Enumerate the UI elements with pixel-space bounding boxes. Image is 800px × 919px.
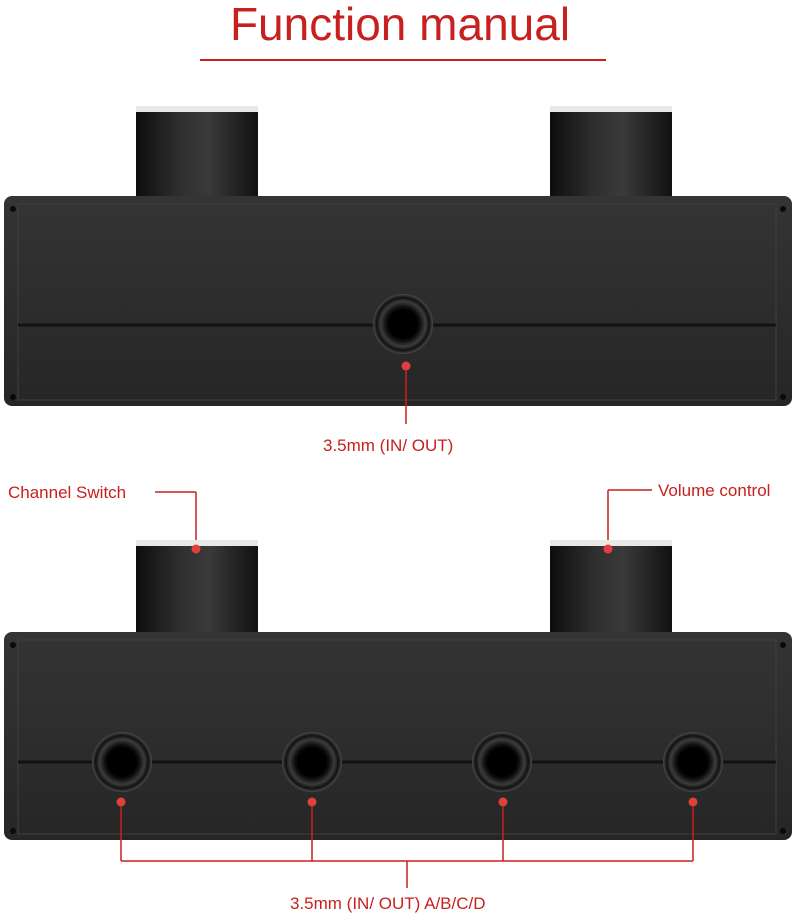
device-face-bevel — [17, 203, 777, 401]
screw-hole — [780, 828, 786, 834]
callout-dot — [688, 797, 698, 807]
volume-knob[interactable] — [550, 112, 672, 196]
top-jack-label: 3.5mm (IN/ OUT) — [323, 436, 454, 455]
bottom-device — [4, 489, 792, 888]
page-title: Function manual — [229, 0, 571, 50]
callout-dot — [603, 544, 613, 554]
callout-dot — [498, 797, 508, 807]
device-body — [4, 632, 792, 840]
callout-dot — [307, 797, 317, 807]
screw-hole — [780, 394, 786, 400]
audio-jack-hole — [388, 309, 418, 339]
top-device — [4, 106, 792, 424]
jacks-label: 3.5mm (IN/ OUT) A/B/C/D — [290, 894, 486, 913]
channel-switch-label: Channel Switch — [8, 483, 127, 502]
screw-hole — [10, 206, 16, 212]
jacks-callout-bracket — [120, 806, 694, 888]
device-face-bevel — [17, 639, 777, 835]
channel-switch-knob[interactable] — [136, 112, 258, 196]
screw-hole — [10, 642, 16, 648]
screw-hole — [780, 642, 786, 648]
screw-hole — [10, 828, 16, 834]
audio-jack-hole — [678, 747, 708, 777]
volume-control-label: Volume control — [658, 481, 771, 500]
callout-dot — [191, 544, 201, 554]
callout-dot — [116, 797, 126, 807]
volume-knob[interactable] — [550, 546, 672, 632]
audio-jack-hole — [297, 747, 327, 777]
channel-switch-knob[interactable] — [136, 546, 258, 632]
audio-jack-hole — [487, 747, 517, 777]
audio-jack-hole — [107, 747, 137, 777]
callout-dot — [401, 361, 411, 371]
title-underline — [200, 59, 606, 61]
screw-hole — [780, 206, 786, 212]
screw-hole — [10, 394, 16, 400]
